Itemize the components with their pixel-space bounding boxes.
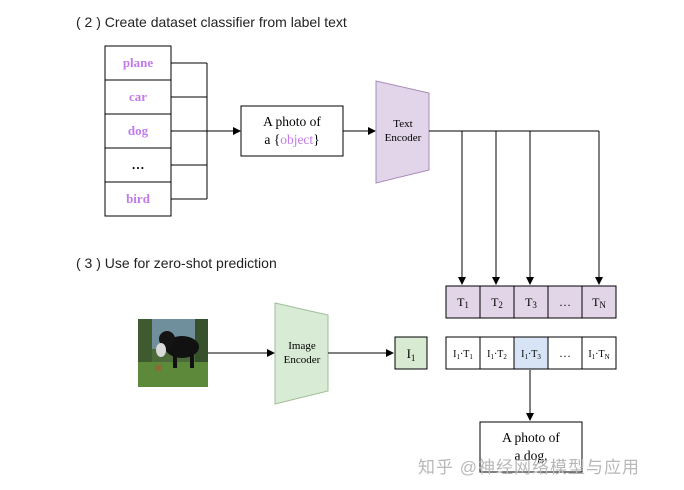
prediction-box: A photo of a dog.: [479, 421, 583, 473]
text-encoder-fanout: [429, 130, 603, 285]
prediction-line1: A photo of: [502, 430, 560, 445]
label-cell: car: [104, 79, 172, 115]
label-cell: …: [104, 147, 172, 183]
template-suffix: }: [313, 132, 319, 147]
label-connectors: [171, 62, 241, 200]
similarity-label: I1·T2: [487, 349, 507, 361]
step2-heading: ( 2 ) Create dataset classifier from lab…: [76, 14, 347, 30]
text-encoder-line2: Encoder: [385, 132, 422, 144]
similarity-cell: …: [547, 336, 583, 370]
text-embedding-cell: T3: [513, 285, 549, 319]
watermark: 知乎 @神经网络模型与应用: [418, 458, 640, 477]
image-embedding-label: I1: [407, 346, 416, 363]
similarity-cell: I1·T3: [513, 336, 549, 370]
similarity-label: I1·T3: [521, 349, 541, 361]
text-encoder: Text Encoder: [375, 80, 430, 184]
text-embedding-label: T2: [491, 295, 503, 310]
template-line2: a {object}: [264, 132, 319, 147]
label-list: plane car dog … bird: [104, 45, 172, 217]
template-prefix: a {: [264, 132, 280, 147]
label-text: car: [129, 89, 147, 104]
similarity-cell: I1·TN: [581, 336, 617, 370]
label-cell: plane: [104, 45, 172, 81]
dog-photo: [138, 319, 208, 387]
image-encoder-line1: Image: [288, 340, 316, 352]
text-embedding-label: T1: [457, 295, 469, 310]
text-embedding-cell: …: [547, 285, 583, 319]
similarity-cell: I1·T1: [445, 336, 481, 370]
label-text: …: [132, 157, 145, 172]
label-text: bird: [126, 191, 151, 206]
text-embedding-cell: TN: [581, 285, 617, 319]
image-embedding-box: I1: [394, 336, 428, 370]
label-cell: bird: [104, 181, 172, 217]
prompt-template-box: A photo of a {object}: [240, 105, 344, 157]
text-embedding-label: TN: [592, 295, 606, 310]
template-line1: A photo of: [263, 114, 321, 129]
similarity-row: I1·T1 I1·T2 I1·T3 … I1·TN: [445, 336, 617, 370]
similarity-label: I1·TN: [588, 349, 609, 361]
text-embedding-cell: T1: [445, 285, 481, 319]
image-encoder-line2: Encoder: [284, 354, 321, 366]
template-placeholder: object: [280, 132, 313, 147]
prediction-line2: a dog.: [515, 448, 548, 463]
label-text: dog: [128, 123, 149, 138]
text-embedding-cell: T2: [479, 285, 515, 319]
similarity-cell: I1·T2: [479, 336, 515, 370]
similarity-label: …: [559, 346, 571, 360]
label-cell: dog: [104, 113, 172, 149]
text-embeddings-row: T1 T2 T3 … TN: [445, 285, 617, 319]
text-encoder-line1: Text: [393, 118, 412, 130]
similarity-label: I1·T1: [453, 349, 473, 361]
step3-heading: ( 3 ) Use for zero-shot prediction: [76, 255, 277, 271]
text-embedding-label: T3: [525, 295, 537, 310]
label-text: plane: [123, 55, 154, 70]
text-embedding-label: …: [559, 295, 571, 309]
image-encoder: Image Encoder: [274, 302, 329, 405]
